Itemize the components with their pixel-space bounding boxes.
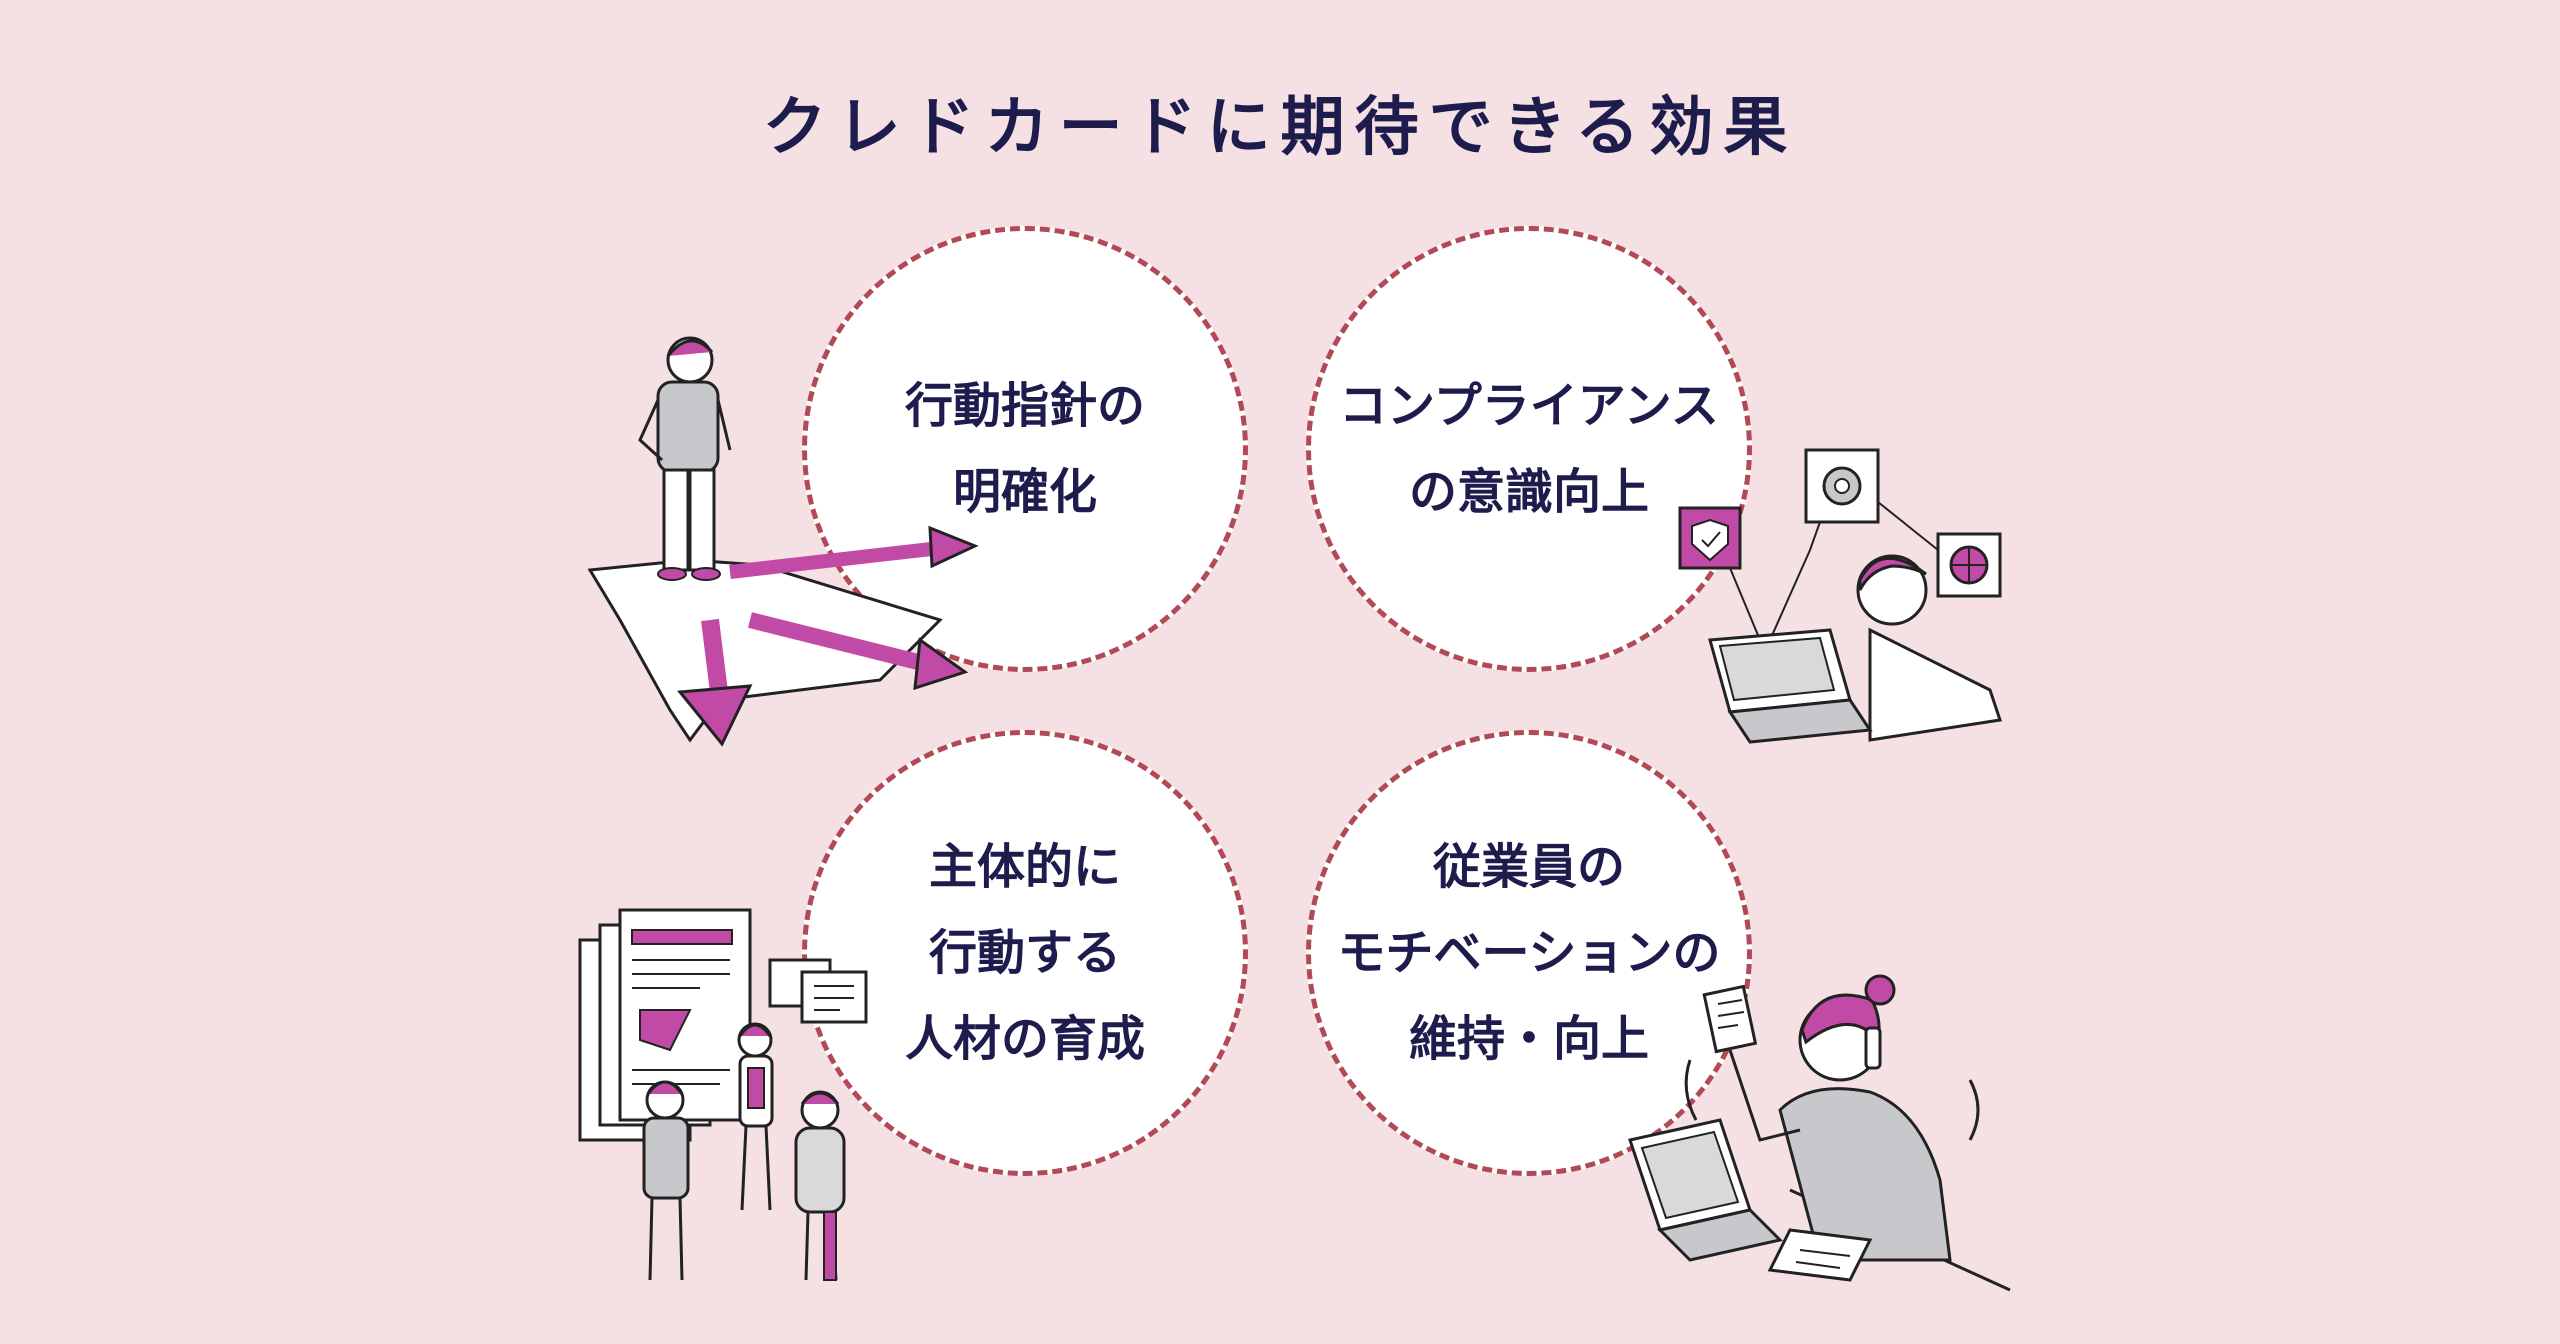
page-title: クレドカードに期待できる効果 [762, 91, 1798, 165]
person-at-laptop-illustration [1678, 448, 2002, 744]
effect-text-line: 明確化 [952, 464, 1097, 520]
gear-icon [1804, 448, 1880, 524]
globe-icon [1936, 532, 2002, 598]
effect-text-line: 人材の育成 [904, 1011, 1145, 1067]
effect-text-line: 主体的に [928, 839, 1121, 895]
effect-circle-proactive-talent: 主体的に 行動する 人材の育成 [802, 730, 1248, 1176]
effect-text-line: コンプライアンス [1339, 378, 1719, 434]
effect-text-line: 維持・向上 [1408, 1011, 1649, 1067]
person-at-crossroads-illustration [587, 336, 979, 747]
effect-text-line: の意識向上 [1408, 464, 1649, 520]
effect-text-line: 行動指針の [904, 378, 1145, 434]
effect-circle-behavior-guidelines: 行動指針の 明確化 [802, 226, 1248, 672]
effect-circle-compliance: コンプライアンス の意識向上 [1306, 226, 1752, 672]
effect-text-line: 行動する [928, 925, 1121, 981]
effect-text-line: モチベーションの [1337, 925, 1721, 981]
person-on-phone-illustration [1628, 974, 2011, 1292]
effect-circle-motivation: 従業員の モチベーションの 維持・向上 [1306, 730, 1752, 1176]
effect-text-line: 従業員の [1432, 839, 1625, 895]
shield-check-icon [1678, 506, 1742, 570]
people-discussing-illustration [578, 908, 868, 1281]
